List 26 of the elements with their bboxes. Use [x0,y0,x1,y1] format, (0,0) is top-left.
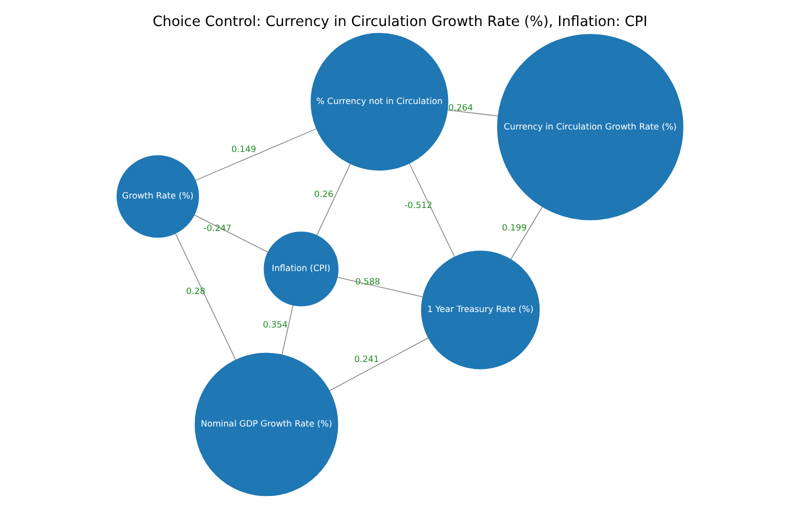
connector [329,338,429,392]
edge-label: 0.199 [502,224,527,234]
node-circle: 1 Year Treasury Rate (%) [421,250,540,370]
node-circle: Nominal GDP Growth Rate (%) [194,352,338,496]
connector [282,304,294,356]
edge-label: 0.264 [448,103,474,114]
edge-label: 0.149 [231,145,256,156]
node-circle: Currency in Circulation Growth Rate (%) [497,34,684,220]
connector [336,276,424,298]
edge-label: 0.588 [355,278,380,288]
connector [316,163,351,236]
edge-label: 0.241 [354,354,380,365]
edge-label: 0.28 [186,287,206,298]
connector [195,128,317,181]
edge-label: 0.354 [262,320,288,331]
connector [510,206,543,260]
edge-label: 0.26 [314,190,334,200]
node-circle: % Currency not in Circulation [310,32,448,171]
edge-label: -0.512 [404,200,432,211]
connector [194,214,268,253]
connector [175,233,236,360]
diagram-title: Choice Control: Currency in Circulation Growth Rate (%), Inflation: CPI [152,14,648,30]
node-circle: Inflation (CPI) [264,232,338,306]
connector [409,163,456,258]
node-circle: Growth Rate (%) [116,155,200,238]
connector [447,110,499,116]
